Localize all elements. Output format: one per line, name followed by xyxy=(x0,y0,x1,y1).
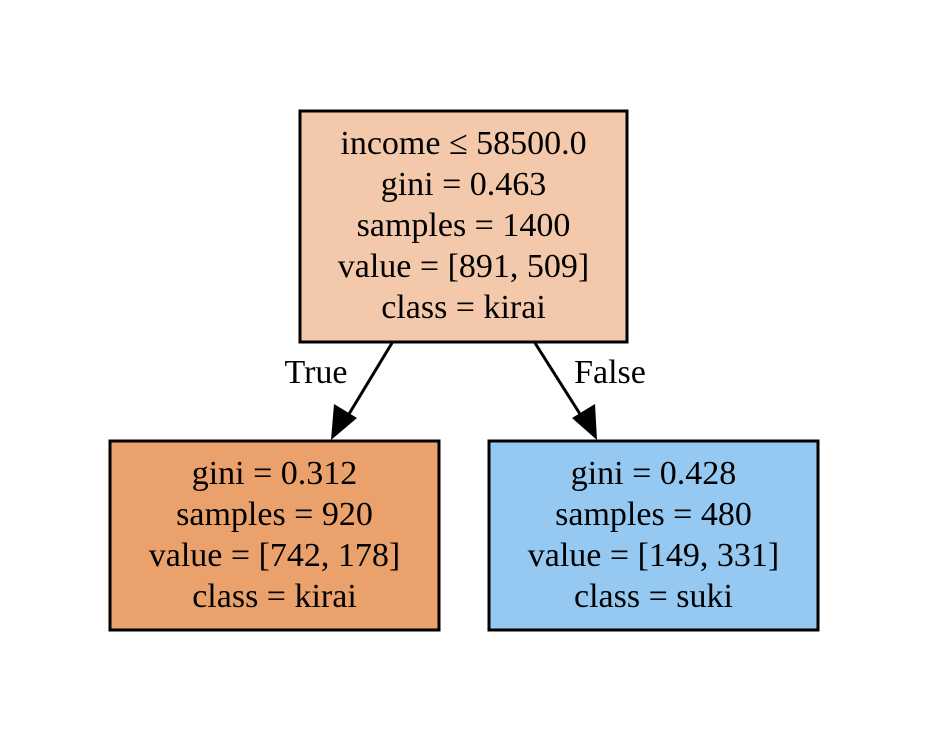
node-root-gini: gini = 0.463 xyxy=(381,166,547,203)
edge-false-label: False xyxy=(574,354,646,391)
node-left-class: class = kirai xyxy=(192,578,357,615)
node-left: gini = 0.312 samples = 920 value = [742,… xyxy=(108,439,441,632)
node-right-samples: samples = 480 xyxy=(555,496,752,533)
node-root-class: class = kirai xyxy=(381,289,546,326)
edge-false: False xyxy=(533,342,646,440)
node-root: income ≤ 58500.0 gini = 0.463 samples = … xyxy=(298,109,629,344)
edge-true-label: True xyxy=(285,354,348,391)
node-right-class: class = suki xyxy=(574,578,733,615)
node-left-box xyxy=(108,439,441,632)
node-root-value: value = [891, 509] xyxy=(338,248,589,285)
edge-false-arrowhead xyxy=(572,404,597,440)
node-right-box xyxy=(487,439,820,632)
node-root-samples: samples = 1400 xyxy=(357,207,571,244)
edge-true-line xyxy=(347,342,394,415)
node-left-value: value = [742, 178] xyxy=(149,537,400,574)
node-root-split: income ≤ 58500.0 xyxy=(340,125,586,162)
edge-true: True xyxy=(285,342,394,440)
node-right: gini = 0.428 samples = 480 value = [149,… xyxy=(487,439,820,632)
node-left-samples: samples = 920 xyxy=(176,496,373,533)
node-root-box xyxy=(298,109,629,344)
node-right-gini: gini = 0.428 xyxy=(571,455,737,492)
edge-false-line xyxy=(533,342,582,415)
node-right-value: value = [149, 331] xyxy=(528,537,779,574)
edge-true-arrowhead xyxy=(331,404,357,440)
node-left-gini: gini = 0.312 xyxy=(192,455,358,492)
